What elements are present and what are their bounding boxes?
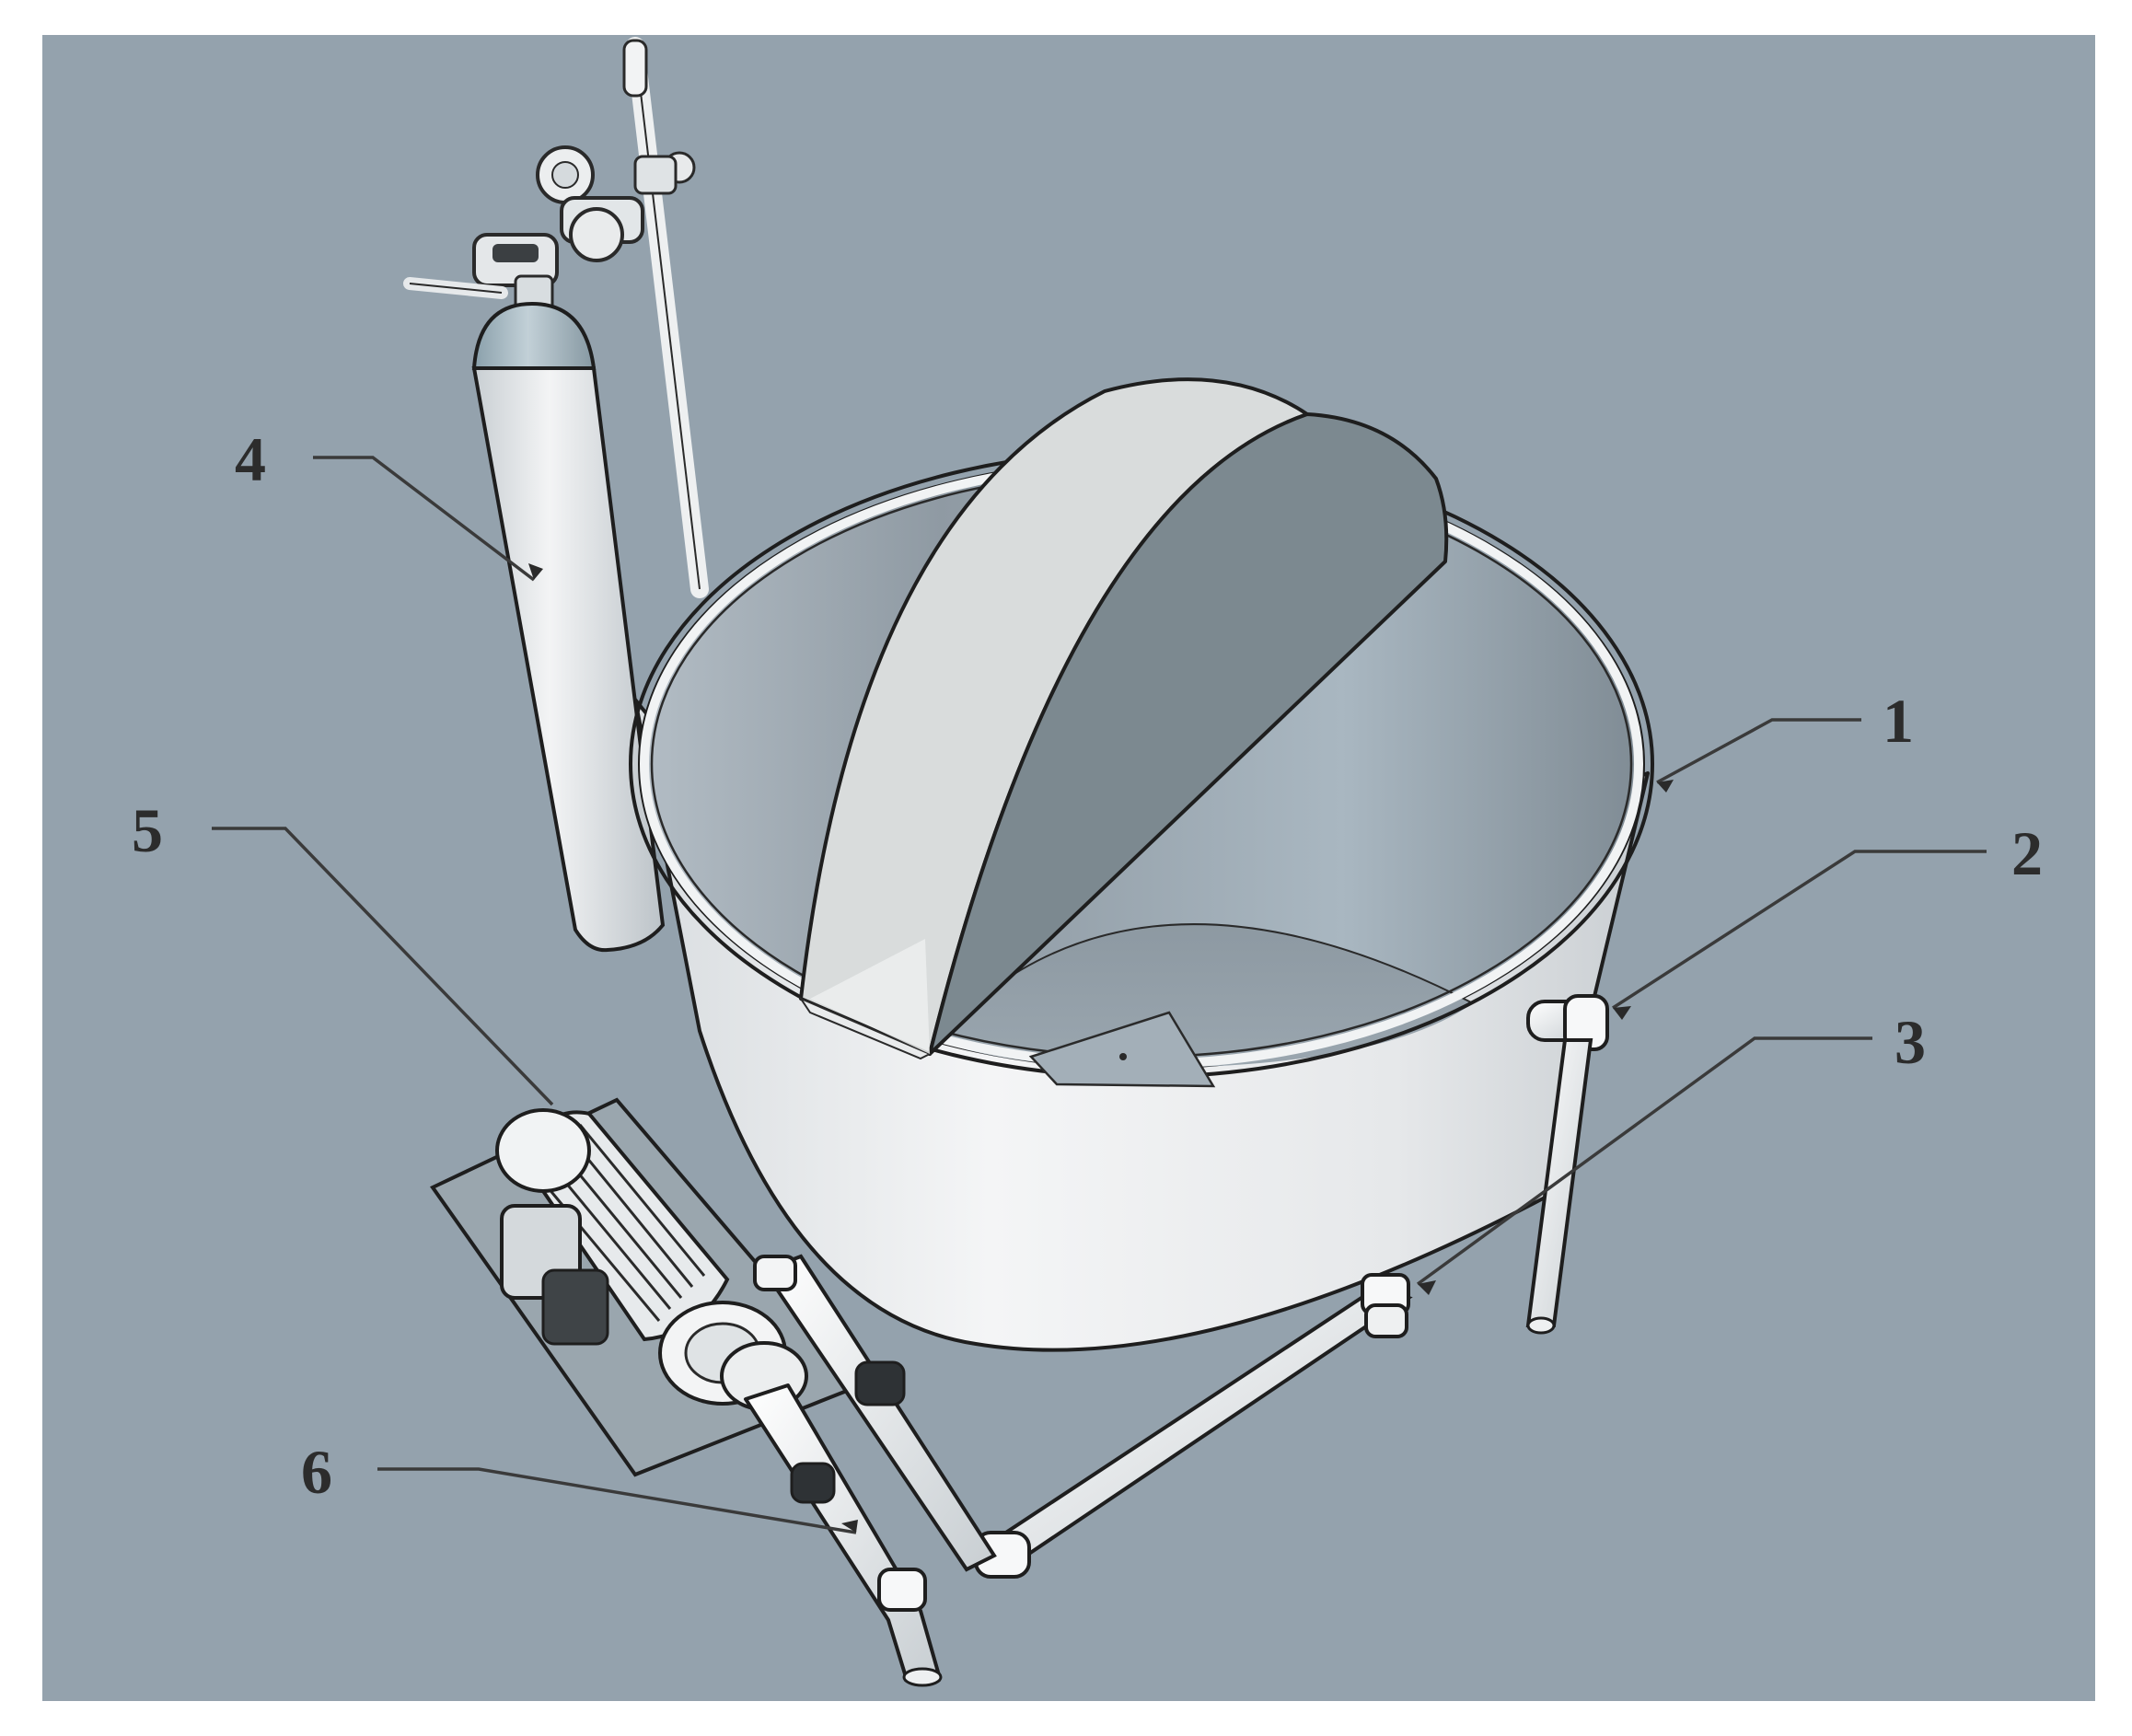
callout-labels: 1 2 3 4 5 6 <box>132 424 2043 1507</box>
label-6: 6 <box>301 1437 332 1507</box>
label-3: 3 <box>1894 1007 1926 1077</box>
leader-lines <box>212 456 1987 1534</box>
leader-line-2 <box>1612 850 1987 1010</box>
pipe-elbow-icon <box>1525 994 1609 1335</box>
leader-line-6 <box>377 1467 857 1534</box>
leader-line-1 <box>1656 718 1861 784</box>
diffuser-plate-icon <box>1028 1011 1216 1088</box>
label-1: 1 <box>1883 686 1914 756</box>
leader-line-4 <box>313 456 536 582</box>
leader-line-3 <box>1416 1036 1872 1286</box>
gas-cylinder-icon <box>403 37 709 953</box>
electric-motor-pump-icon <box>429 1097 997 1572</box>
label-4: 4 <box>235 424 266 494</box>
label-2: 2 <box>2011 818 2043 888</box>
discharge-pipe-icon <box>744 1383 943 1687</box>
leader-line-5 <box>212 827 554 1106</box>
semicircular-plates-icon <box>798 377 1449 1060</box>
label-5: 5 <box>132 795 163 865</box>
